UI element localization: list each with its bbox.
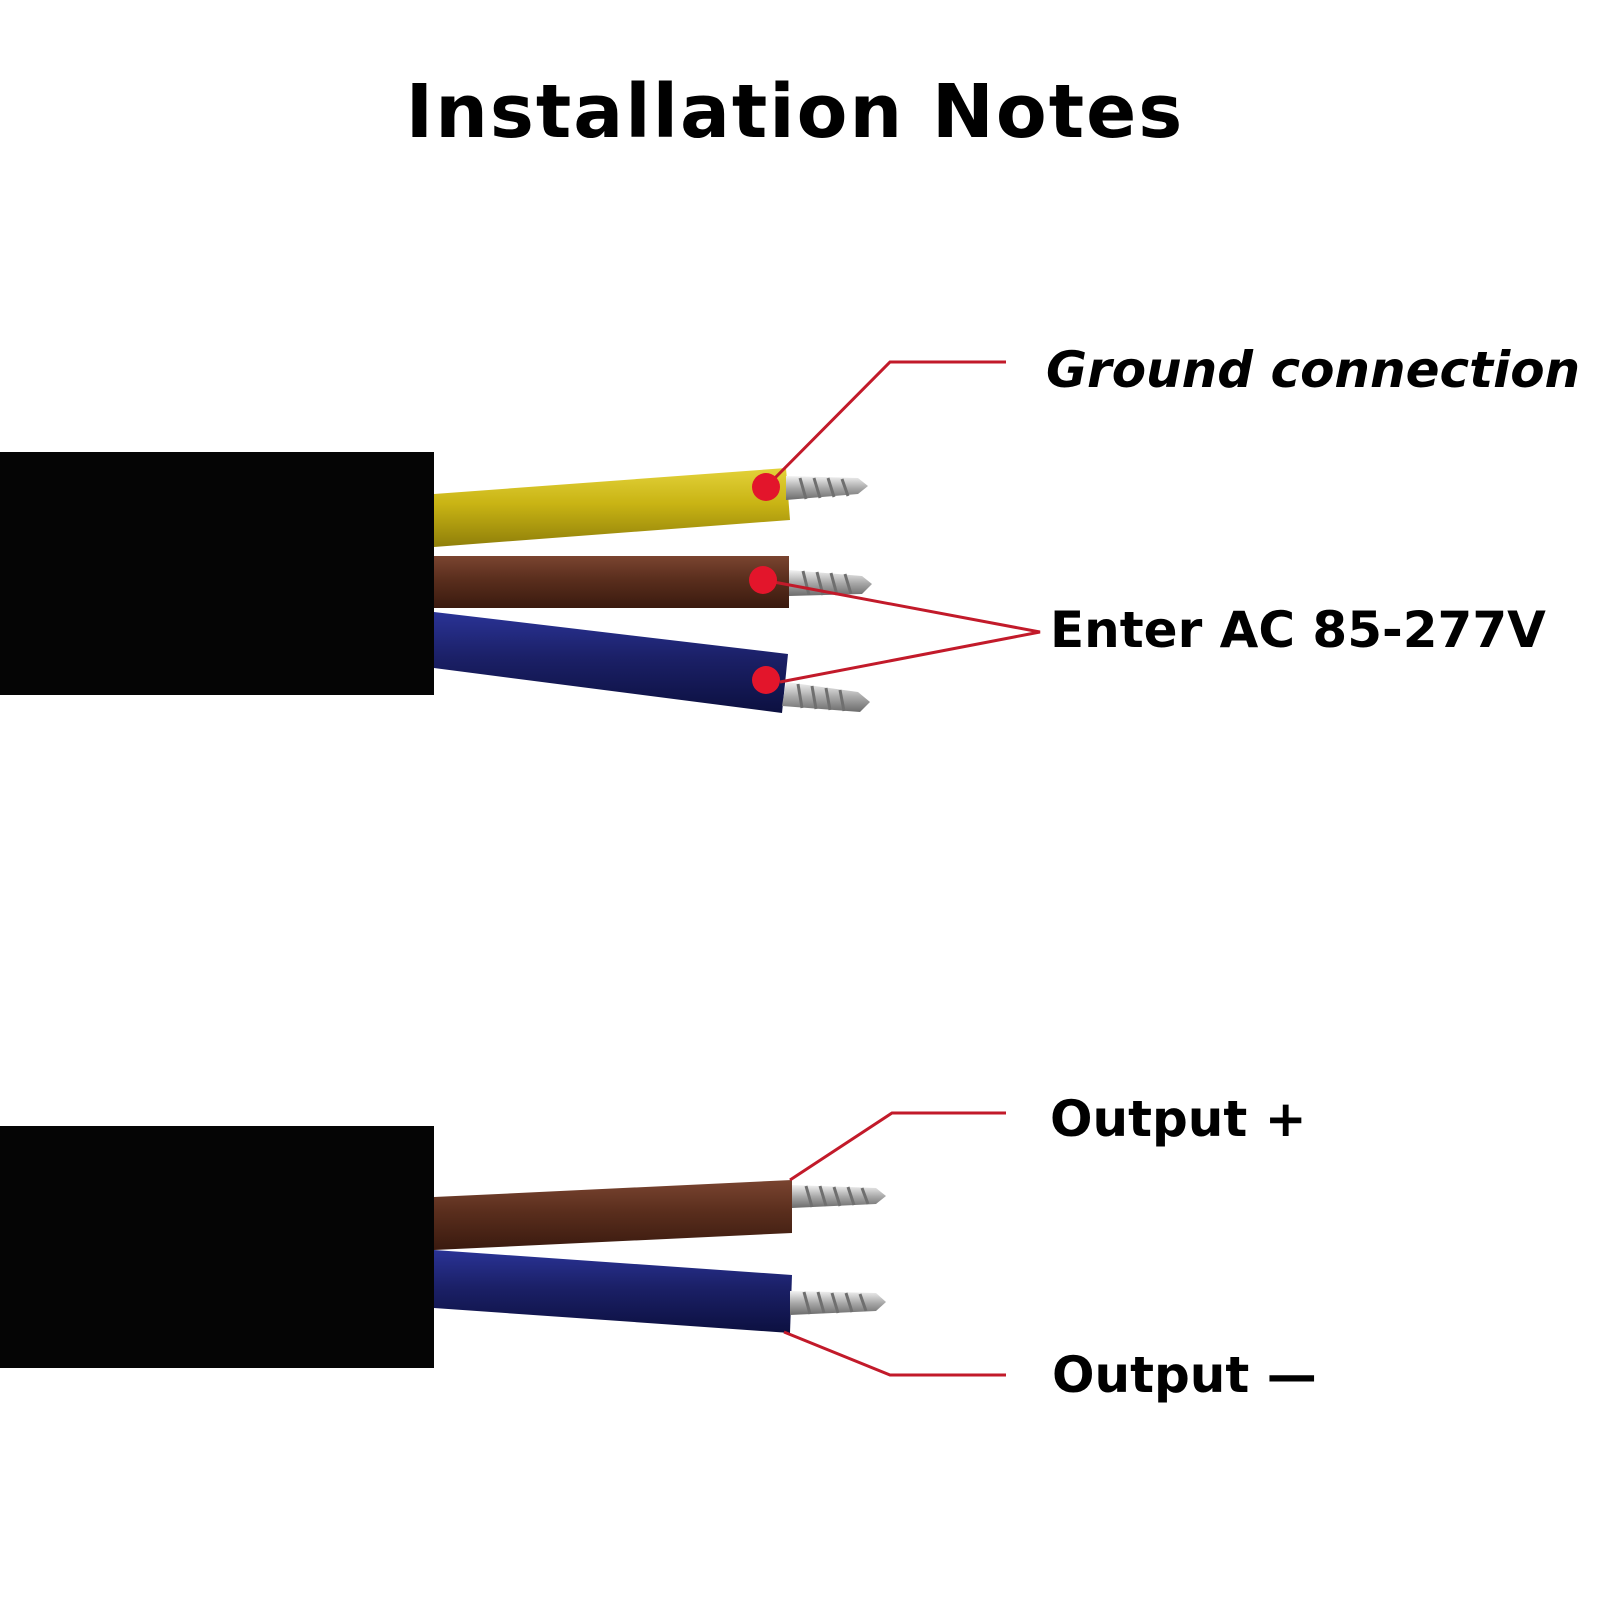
output-cable-jacket: [0, 1126, 434, 1368]
page-title: Installation Notes: [406, 69, 1185, 155]
output-positive-label: Output +: [1050, 1090, 1307, 1148]
negative-wire-conductor: [790, 1291, 886, 1315]
output-cable: Output + Output —: [0, 1090, 1317, 1404]
live-wire: [434, 556, 872, 608]
input-cable: Ground connection Enter AC 85-277V: [0, 341, 1580, 713]
neutral-wire: [434, 612, 870, 713]
negative-wire: [434, 1250, 886, 1333]
ac-input-label: Enter AC 85-277V: [1050, 601, 1546, 659]
ground-marker-dot: [752, 473, 780, 501]
neutral-marker-dot: [752, 666, 780, 694]
positive-wire: [434, 1180, 886, 1250]
input-cable-jacket: [0, 452, 434, 695]
ground-leader-line: [764, 360, 1006, 489]
ac-input-leader-line: [762, 578, 1041, 684]
neutral-wire-conductor: [782, 682, 870, 712]
ground-connection-label: Ground connection: [1046, 341, 1580, 399]
negative-leader-line: [783, 1330, 1006, 1377]
ground-wire-conductor: [786, 476, 868, 500]
ground-wire: [434, 468, 868, 547]
positive-leader-line: [789, 1111, 1006, 1182]
live-marker-dot: [749, 566, 777, 594]
output-negative-label: Output —: [1052, 1346, 1317, 1404]
positive-wire-conductor: [792, 1185, 886, 1208]
